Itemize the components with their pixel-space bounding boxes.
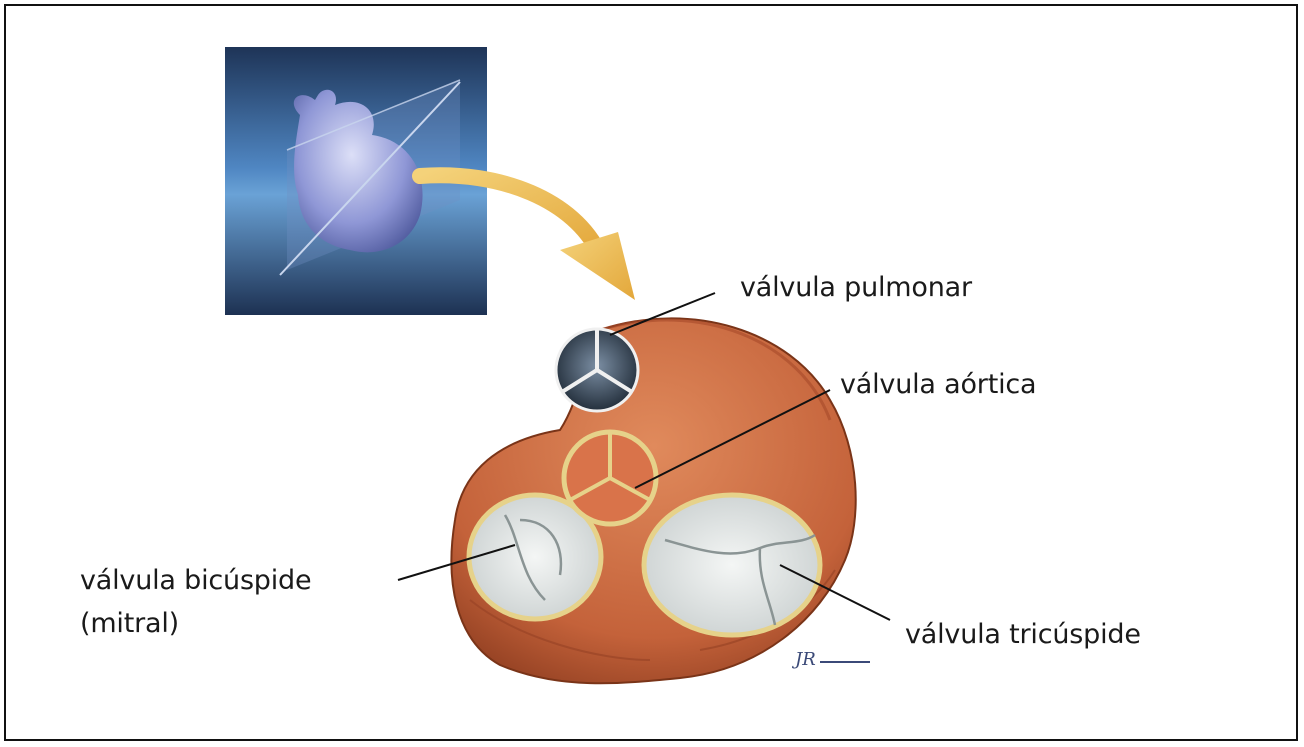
- label-mitral: (mitral): [80, 608, 179, 639]
- aortic-valve: [564, 432, 656, 524]
- label-valvula-bicuspide: válvula bicúspide: [80, 565, 311, 596]
- label-valvula-aortica: válvula aórtica: [840, 369, 1036, 400]
- tricuspid-valve: [644, 495, 820, 635]
- pulmonary-valve: [556, 329, 638, 411]
- label-valvula-pulmonar: válvula pulmonar: [740, 272, 972, 303]
- svg-text:JR: JR: [791, 649, 816, 670]
- label-valvula-tricuspide: válvula tricúspide: [905, 619, 1141, 650]
- artist-signature: JR: [791, 649, 870, 670]
